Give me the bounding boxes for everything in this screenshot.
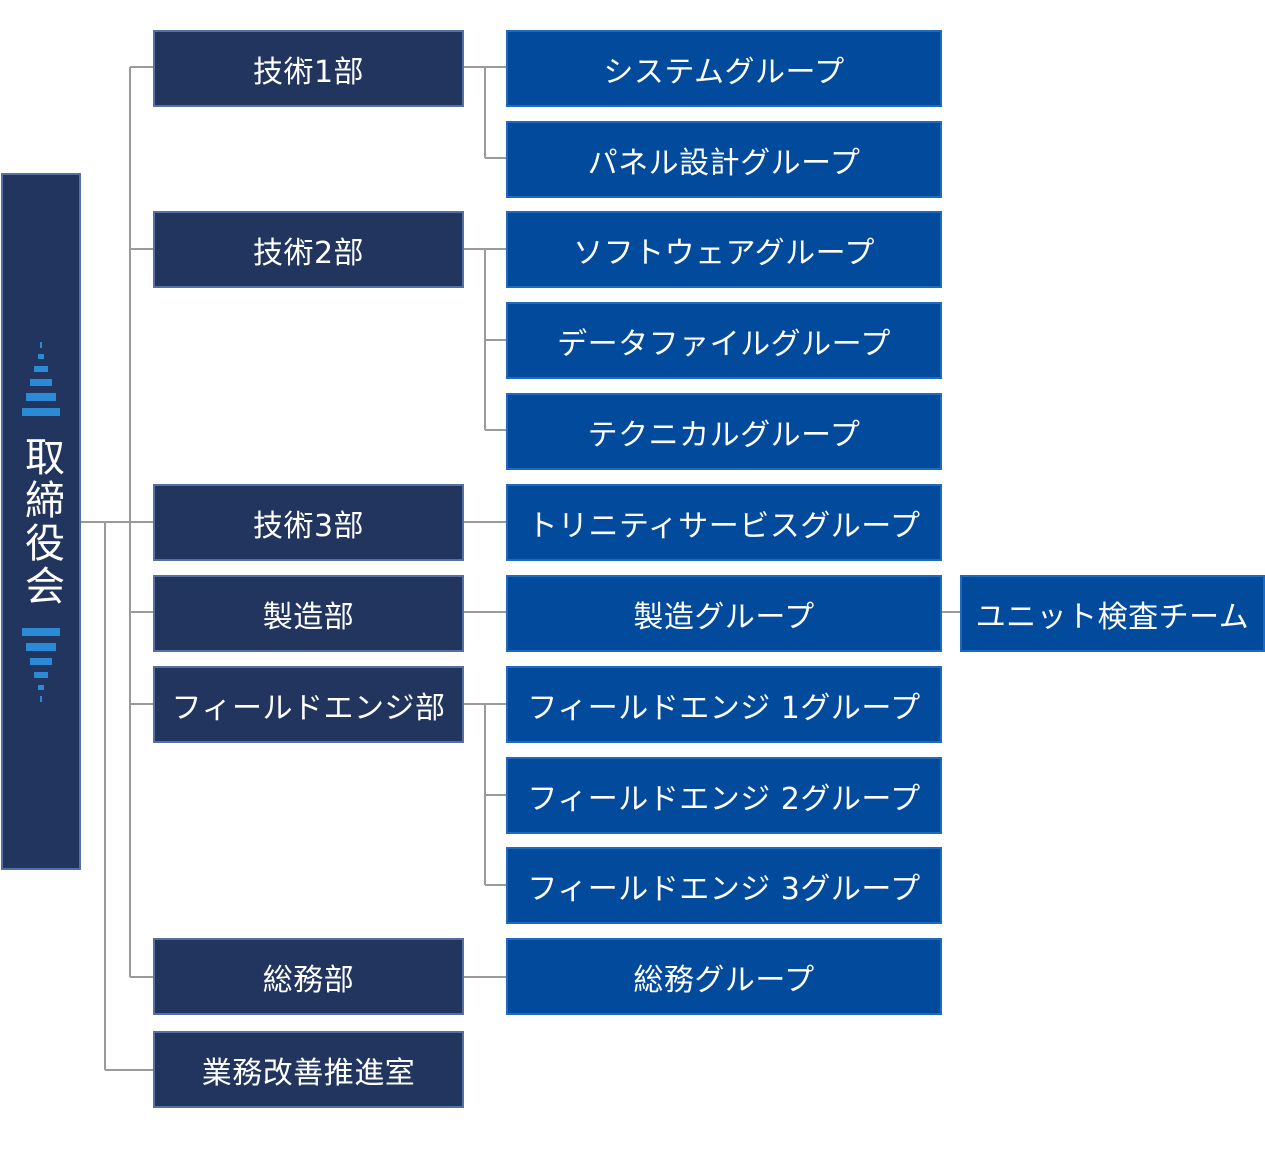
group-box-technical: テクニカルグループ — [506, 393, 942, 470]
department-box-manufacturing: 製造部 — [153, 575, 464, 652]
group-box-field-engineering-2: フィールドエンジ 2グループ — [506, 757, 942, 834]
group-box-manufacturing: 製造グループ — [506, 575, 942, 652]
team-box-unit-inspection: ユニット検査チーム — [960, 575, 1265, 652]
department-box-tech2: 技術2部 — [153, 211, 464, 288]
group-box-field-engineering-1: フィールドエンジ 1グループ — [506, 666, 942, 743]
board-up-chevron-icon — [22, 341, 60, 416]
group-box-software: ソフトウェアグループ — [506, 211, 942, 288]
board-title: 取締役会 — [18, 435, 64, 608]
department-box-tech3: 技術3部 — [153, 484, 464, 561]
department-box-general-affairs: 総務部 — [153, 938, 464, 1015]
group-box-system: システムグループ — [506, 30, 942, 107]
board-of-directors-box: 取締役会 — [1, 173, 81, 870]
department-box-field-engineering: フィールドエンジ部 — [153, 666, 464, 743]
board-down-chevron-icon — [22, 627, 60, 702]
department-box-tech1: 技術1部 — [153, 30, 464, 107]
group-box-data-file: データファイルグループ — [506, 302, 942, 379]
group-box-general-affairs: 総務グループ — [506, 938, 942, 1015]
group-box-panel-design: パネル設計グループ — [506, 121, 942, 198]
department-box-business-improvement: 業務改善推進室 — [153, 1031, 464, 1108]
group-box-trinity-service: トリニティサービスグループ — [506, 484, 942, 561]
group-box-field-engineering-3: フィールドエンジ 3グループ — [506, 847, 942, 924]
